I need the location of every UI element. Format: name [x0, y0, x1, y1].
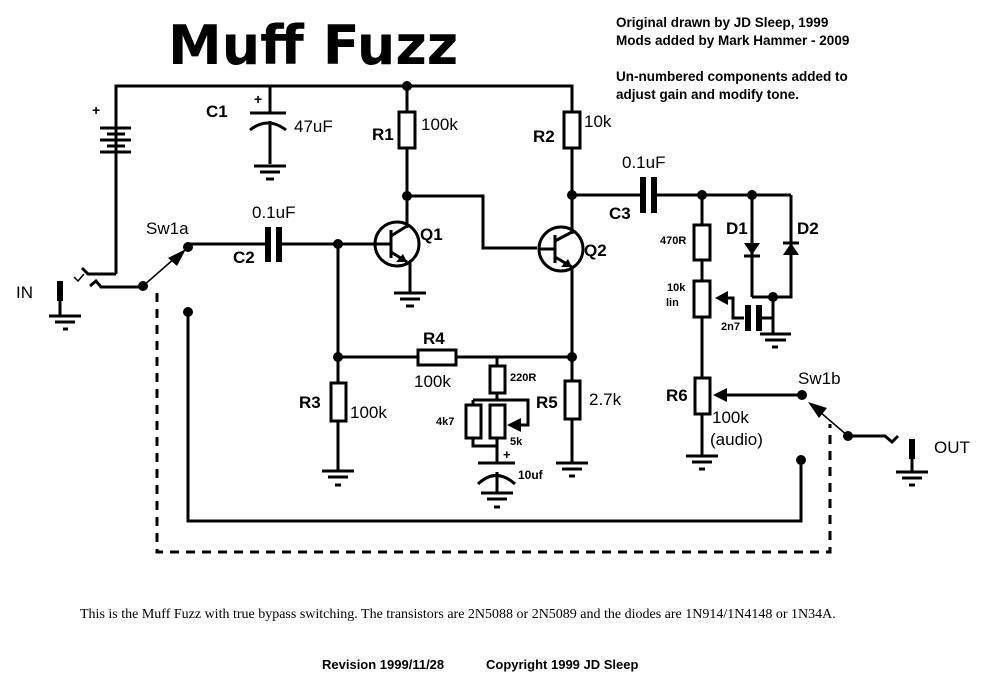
c2-value: 0.1uF: [252, 203, 295, 222]
r-4k7-value: 4k7: [436, 416, 454, 428]
revision-text: Revision 1999/11/28: [322, 657, 444, 672]
capacitor-c3: 0.1uF C3: [572, 153, 791, 223]
resistor-470r: 470R: [660, 195, 712, 281]
wire: [80, 266, 116, 276]
ground-symbol: [760, 332, 791, 349]
r5-value: 2.7k: [589, 390, 622, 409]
ground-symbol: [481, 491, 513, 509]
r5-label: R5: [536, 393, 558, 412]
capacitor-c1: + C1 47uF: [206, 86, 333, 164]
c1-plus-sign: +: [254, 91, 262, 107]
sw1b-label: Sw1b: [798, 369, 841, 388]
battery-plus-sign: +: [92, 102, 100, 118]
r6-value: 100k: [712, 408, 749, 427]
r6-label: R6: [666, 386, 688, 405]
gain-network: 4k7 5k: [436, 398, 530, 463]
output-jack: OUT: [848, 434, 970, 487]
r3-value: 100k: [350, 403, 387, 422]
r2-value: 10k: [584, 112, 612, 131]
cap-10uf-plus-sign: +: [503, 447, 511, 462]
sw1a-label: Sw1a: [146, 219, 189, 238]
credit-line: adjust gain and modify tone.: [616, 87, 799, 102]
pot-5k-value: 5k: [510, 436, 523, 448]
pot-10k-taper: lin: [666, 297, 679, 309]
c3-label: C3: [609, 204, 631, 223]
switch-mechanical-link: [155, 293, 832, 554]
credits: Original drawn by JD Sleep, 1999 Mods ad…: [616, 15, 849, 102]
cap-10uf-value: 10uf: [518, 468, 544, 482]
c2-label: C2: [233, 248, 255, 267]
transistor-q2: Q2: [537, 225, 607, 273]
ground-symbol: [322, 469, 354, 487]
resistor-r4: R4 100k: [338, 329, 572, 391]
bypass-wire: [186, 312, 803, 523]
r-220-value: 220R: [510, 372, 536, 384]
battery-symbol: +: [92, 102, 131, 154]
component-note: This is the Muff Fuzz with true bypass s…: [80, 607, 836, 622]
r4-value: 100k: [414, 372, 451, 391]
ground-symbol: [556, 461, 588, 478]
capacitor-10uf: + 10uf: [476, 447, 544, 492]
potentiometer-r6: R6 100k (audio): [666, 376, 802, 455]
wire: [407, 194, 537, 250]
capacitor-2n7: 2n7: [721, 305, 773, 333]
diode-d1: D1: [726, 195, 760, 297]
r1-value: 100k: [421, 115, 458, 134]
ground-symbol: [254, 164, 286, 181]
resistor-r1: R1 100k: [372, 86, 458, 228]
cap-2n7-value: 2n7: [721, 321, 740, 333]
resistor-r2: R2 10k: [533, 110, 612, 234]
q2-label: Q2: [584, 241, 607, 260]
r2-label: R2: [533, 127, 555, 146]
input-jack: IN: [16, 273, 143, 331]
c3-value: 0.1uF: [622, 153, 665, 172]
credit-line: Original drawn by JD Sleep, 1999: [616, 15, 828, 30]
r6-taper: (audio): [710, 430, 763, 449]
ground-symbol: [394, 291, 426, 308]
pot-10k-value: 10k: [667, 282, 686, 294]
ground-symbol: [686, 454, 718, 471]
copyright-text: Copyright 1999 JD Sleep: [486, 657, 638, 672]
c1-value: 47uF: [294, 117, 333, 136]
credit-line: Mods added by Mark Hammer - 2009: [616, 33, 849, 48]
resistor-r3: R3 100k: [299, 381, 387, 470]
credit-line: Un-numbered components added to: [616, 69, 848, 84]
r4-label: R4: [423, 329, 445, 348]
potentiometer-10k-lin: 10k lin: [666, 279, 744, 378]
r1-label: R1: [372, 125, 394, 144]
diode-d2: D2: [752, 195, 819, 299]
r3-label: R3: [299, 393, 321, 412]
switch-sw1b: Sw1b: [796, 369, 853, 465]
capacitor-c2: 0.1uF C2: [233, 203, 375, 267]
switch-sw1a: Sw1a: [138, 219, 193, 317]
resistor-r5: R5 2.7k: [536, 379, 622, 462]
c1-label: C1: [206, 102, 228, 121]
in-label: IN: [16, 283, 33, 302]
transistor-q1: Q1: [373, 220, 443, 292]
r-470-value: 470R: [660, 235, 686, 247]
q1-label: Q1: [420, 225, 443, 244]
d1-label: D1: [726, 219, 748, 238]
schematic-title: Muff Fuzz: [168, 14, 458, 77]
d2-label: D2: [797, 219, 819, 238]
out-label: OUT: [934, 438, 970, 457]
resistor-220r: 220R: [488, 357, 536, 400]
